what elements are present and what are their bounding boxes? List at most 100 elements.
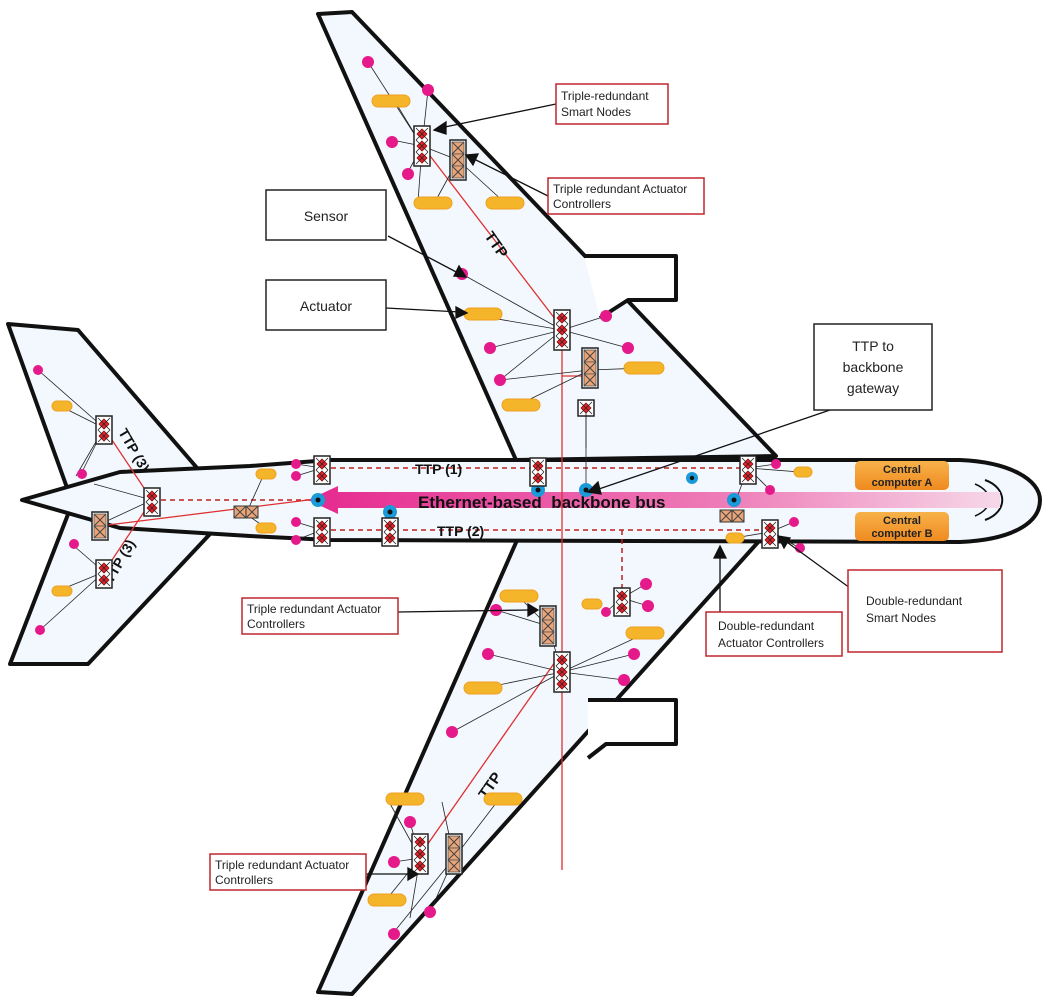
sensor: [494, 374, 506, 386]
lower-engine: [586, 698, 678, 760]
svg-text:Central: Central: [883, 464, 921, 476]
sensor: [291, 535, 301, 545]
sensor: [601, 607, 611, 617]
gateway: [311, 493, 325, 507]
sensor: [642, 600, 654, 612]
svg-text:backbone: backbone: [843, 359, 904, 375]
svg-text:computer A: computer A: [872, 477, 933, 489]
sensor: [77, 469, 87, 479]
svg-text:Smart Nodes: Smart Nodes: [866, 611, 936, 625]
actuator: [463, 681, 503, 695]
label-actuator-controllers-lower: Triple redundant Actuator Controllers: [241, 597, 399, 635]
sensor: [422, 84, 434, 96]
svg-text:Triple-redundant: Triple-redundant: [561, 89, 649, 103]
actuator: [581, 598, 603, 610]
svg-text:Central: Central: [883, 515, 921, 527]
label-double-actuator-controllers: Double-redundant Actuator Controllers: [705, 611, 843, 657]
actuator-controller: [539, 605, 557, 647]
gateway: [686, 472, 698, 484]
sensor: [628, 648, 640, 660]
sensor: [482, 648, 494, 660]
central-computer-a: Central computer A: [855, 461, 949, 490]
sensor: [600, 310, 612, 322]
sensor: [771, 459, 781, 469]
upper-engine: [584, 254, 678, 320]
smart-node: [381, 517, 399, 547]
svg-text:Smart Nodes: Smart Nodes: [561, 105, 631, 119]
actuator: [623, 361, 665, 375]
actuator: [413, 196, 453, 210]
backbone-label: Ethernet-based backbone bus: [418, 493, 666, 512]
svg-text:Triple redundant Actuator: Triple redundant Actuator: [553, 182, 687, 196]
gateway: [579, 483, 593, 497]
svg-text:Triple redundant Actuator: Triple redundant Actuator: [247, 602, 381, 616]
actuator: [625, 626, 665, 640]
svg-text:computer B: computer B: [871, 528, 932, 540]
label-sensor: Sensor: [265, 189, 387, 241]
label-actuator-controllers-upper: Triple redundant Actuator Controllers: [547, 177, 705, 215]
sensor: [789, 517, 799, 527]
actuator: [371, 94, 411, 108]
sensor: [765, 485, 775, 495]
label-smart-nodes-upper: Triple-redundant Smart Nodes: [555, 83, 669, 125]
smart-node: [413, 125, 431, 167]
actuator-controller: [91, 511, 109, 541]
actuator-controller: [233, 505, 259, 519]
smart-node: [739, 455, 757, 485]
callout-arrows: [366, 103, 851, 882]
actuator: [385, 792, 425, 806]
svg-text:TTP to: TTP to: [852, 338, 894, 354]
actuator: [499, 589, 539, 603]
smart-node: [95, 415, 113, 445]
ttp1-label: TTP (1): [415, 461, 462, 477]
smart-node: [529, 457, 547, 487]
svg-text:Controllers: Controllers: [553, 197, 611, 211]
sensor: [386, 136, 398, 148]
smart-node: [143, 487, 161, 517]
label-actuator-controllers-bottom: Triple redundant Actuator Controllers: [209, 853, 367, 891]
cockpit-window: [984, 479, 1004, 521]
smart-node: [577, 399, 595, 417]
sensor: [640, 578, 652, 590]
sensor: [402, 168, 414, 180]
label-gateway: TTP to backbone gateway: [813, 323, 933, 411]
label-double-smart-nodes: Double-redundant Smart Nodes: [847, 569, 1003, 653]
smart-nodes: [95, 125, 779, 875]
sensor: [388, 928, 400, 940]
sensor: [446, 726, 458, 738]
sensor: [291, 471, 301, 481]
actuator-controller: [449, 139, 467, 181]
actuator: [255, 468, 277, 480]
gateway: [383, 505, 397, 519]
actuator: [51, 585, 73, 597]
sensor: [291, 517, 301, 527]
actuator: [501, 398, 541, 412]
svg-text:Double-redundant: Double-redundant: [718, 619, 815, 633]
actuator: [793, 466, 813, 478]
smart-node: [95, 559, 113, 589]
actuator: [463, 307, 503, 321]
smart-node: [553, 651, 571, 693]
svg-text:Actuator: Actuator: [300, 298, 352, 314]
actuator: [51, 400, 73, 412]
smart-node: [761, 519, 779, 549]
sensor: [622, 342, 634, 354]
actuator-controller: [719, 509, 745, 523]
central-computer-b: Central computer B: [855, 512, 949, 541]
sensor: [33, 365, 43, 375]
smart-node: [411, 833, 429, 875]
gateways: [311, 472, 741, 519]
actuator: [485, 196, 525, 210]
svg-text:gateway: gateway: [847, 380, 899, 396]
svg-text:Actuator Controllers: Actuator Controllers: [718, 636, 824, 650]
gateway: [727, 493, 741, 507]
sensor: [35, 625, 45, 635]
smart-node: [553, 309, 571, 351]
actuator: [725, 532, 745, 544]
svg-text:Sensor: Sensor: [304, 208, 349, 224]
label-actuator: Actuator: [265, 279, 387, 331]
sensor: [388, 856, 400, 868]
svg-text:Double-redundant: Double-redundant: [866, 594, 963, 608]
actuator-controller: [445, 833, 463, 875]
